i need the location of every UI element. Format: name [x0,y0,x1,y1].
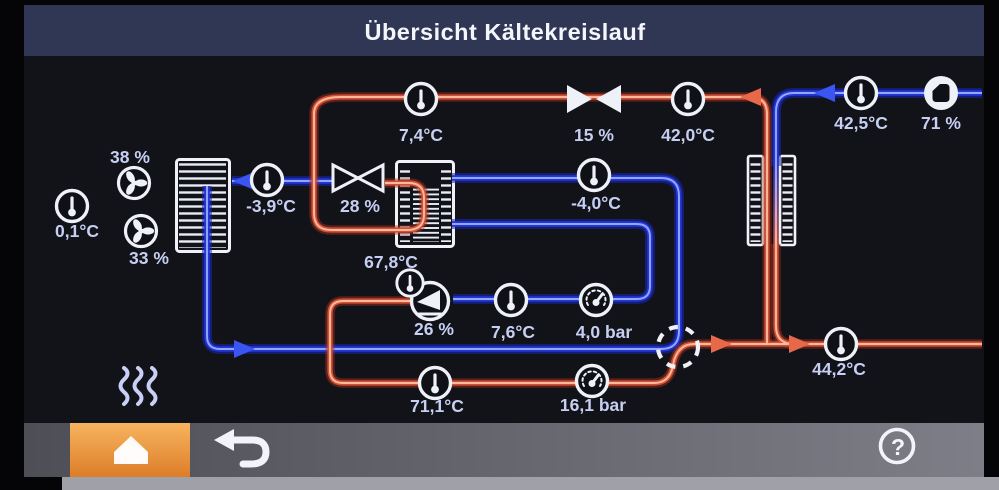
heat-waves-icon [118,366,158,406]
liquid-temp-value: 7,4°C [399,125,443,145]
pump-speed-value: 71 % [921,113,961,133]
water-return-temp-sensor [843,75,879,111]
pump-icon [924,76,958,110]
evap-in-temp-sensor [249,162,285,198]
water-flow-temp-value: 44,2°C [812,359,866,379]
fan-top-icon [116,165,152,201]
condenser-out-temp-value: 42,0°C [661,125,715,145]
fan-bottom-icon [123,213,159,249]
page-title: Übersicht Kältekreislauf [364,19,645,45]
help-glyph: ? [891,434,905,460]
suction-temp-sensor [493,282,529,318]
flow-arrow-liquid-line-icon [740,88,761,106]
flow-arrow-water-return-icon [814,84,835,102]
compressor-speed-value: 26 % [414,319,454,339]
home-button[interactable] [70,423,190,477]
back-button[interactable] [214,429,270,468]
help-circle-icon [878,427,916,465]
discharge-pressure-value: 16,1 bar [560,395,626,415]
hp-valve-opening-value: 15 % [574,125,614,145]
hot-gas-temp-value: 67,8°C [364,252,418,272]
title-bar [24,5,984,56]
evap-in-temp-value: -3,9°C [246,196,296,216]
flow-arrow-into-evaporator-icon [233,172,254,190]
home-icon-glow [115,446,147,464]
suction-shx-temp-sensor [576,157,612,193]
screen-background [24,5,984,477]
eev-opening-value: 28 % [340,196,380,216]
flow-arrow-hot-gas-icon [711,335,732,353]
pipe-crossing-marker-icon [655,324,701,370]
discharge-temp-sensor [417,365,453,401]
expansion-valve-icon [331,162,385,194]
flow-arrow-water-flow-icon [789,335,810,353]
suction-temp-value: 7,6°C [491,322,535,342]
outside-temp-value: 0,1°C [55,221,99,241]
water-return-temp-value: 42,5°C [834,113,888,133]
water-flow-temp-sensor [823,326,859,362]
back-arrow-icon [226,436,270,468]
flow-arrow-suction-icon [234,340,255,358]
fan-bottom-value: 33 % [129,248,169,268]
discharge-temp-value: 71,1°C [410,396,464,416]
help-button[interactable]: ? [878,427,916,465]
suction-shx-temp-value: -4,0°C [571,193,621,213]
outside-temp-sensor [54,188,90,224]
liquid-temp-sensor [403,81,439,117]
fan-top-value: 38 % [110,147,150,167]
suction-pressure-value: 4,0 bar [576,322,633,342]
device-bezel [62,477,999,490]
condenser-out-temp-sensor [670,81,706,117]
hot-gas-temp-sensor [395,268,425,298]
discharge-pressure-sensor [574,363,610,399]
suction-pressure-sensor [578,282,614,318]
hot-gas-valve-icon [567,85,621,113]
back-arrow-head-icon [214,429,234,451]
